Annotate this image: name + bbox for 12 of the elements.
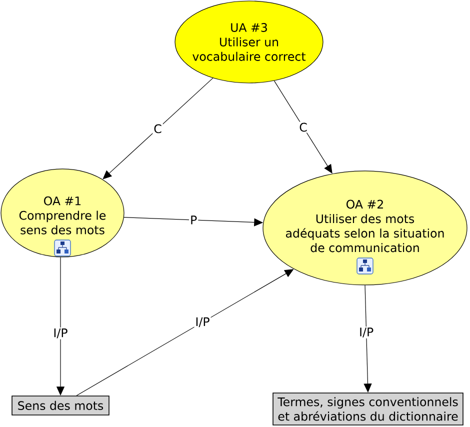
resource-box: Termes, signes conventionnels et abréviations du dictionnaire <box>272 392 464 426</box>
edge-label: P <box>189 214 198 226</box>
edge-label: C <box>298 122 308 133</box>
edge-label: I/P <box>358 326 375 338</box>
concept-oval: OA #1 Comprendre le sens des mots <box>0 168 124 258</box>
edge-label: C <box>152 123 163 134</box>
resource-box: Sens des mots <box>12 396 110 416</box>
arrow <box>102 78 214 180</box>
concept-oval: UA #3 Utiliser un vocabulaire correct <box>174 0 324 84</box>
concept-oval: OA #2 Utiliser des mots adéquats selon la situation de communication <box>262 170 468 286</box>
edge-label: I/P <box>52 328 69 340</box>
edge-label: I/P <box>194 316 211 328</box>
